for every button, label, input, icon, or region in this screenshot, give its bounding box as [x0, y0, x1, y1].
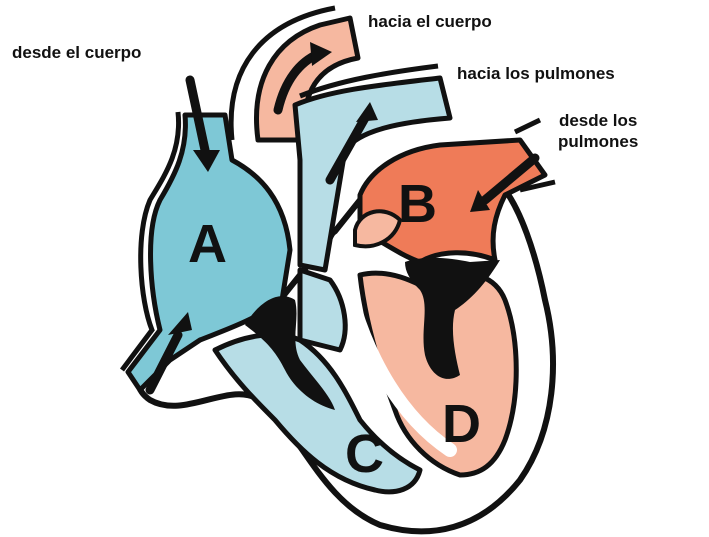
label-from-lungs-line2: pulmones	[558, 131, 638, 152]
chamber-label-d: D	[442, 394, 481, 454]
chamber-label-b: B	[398, 174, 437, 234]
label-from-lungs-line1: desde los	[558, 110, 638, 131]
label-to-lungs: hacia los pulmones	[457, 63, 615, 84]
label-from-lungs: desde los pulmones	[558, 110, 638, 153]
chamber-label-a: A	[188, 214, 227, 274]
chamber-label-c: C	[345, 424, 384, 484]
label-to-body: hacia el cuerpo	[368, 11, 492, 32]
label-from-body: desde el cuerpo	[12, 42, 141, 63]
